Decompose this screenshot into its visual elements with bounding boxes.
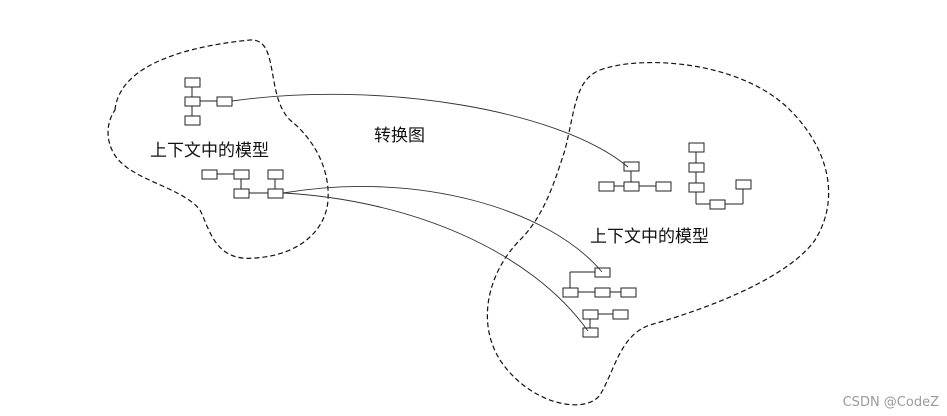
- right-context-boundary: [486, 61, 830, 406]
- right-model-b: [688, 142, 752, 210]
- left-model-a: [184, 77, 233, 126]
- left-context-boundary: [107, 39, 329, 259]
- right-model-d: [582, 309, 629, 338]
- watermark: CSDN @CodeZ: [842, 395, 939, 410]
- right-model-c: [562, 267, 637, 298]
- left-model-b: [201, 169, 284, 199]
- transform-arc-2: [282, 186, 603, 273]
- left-context-label: 上下文中的模型: [150, 141, 269, 161]
- transform-arc-1: [231, 93, 629, 168]
- right-model-a: [598, 161, 672, 192]
- transform-label: 转换图: [374, 126, 425, 146]
- transform-arc-3: [282, 192, 589, 332]
- right-context-label: 上下文中的模型: [590, 227, 709, 247]
